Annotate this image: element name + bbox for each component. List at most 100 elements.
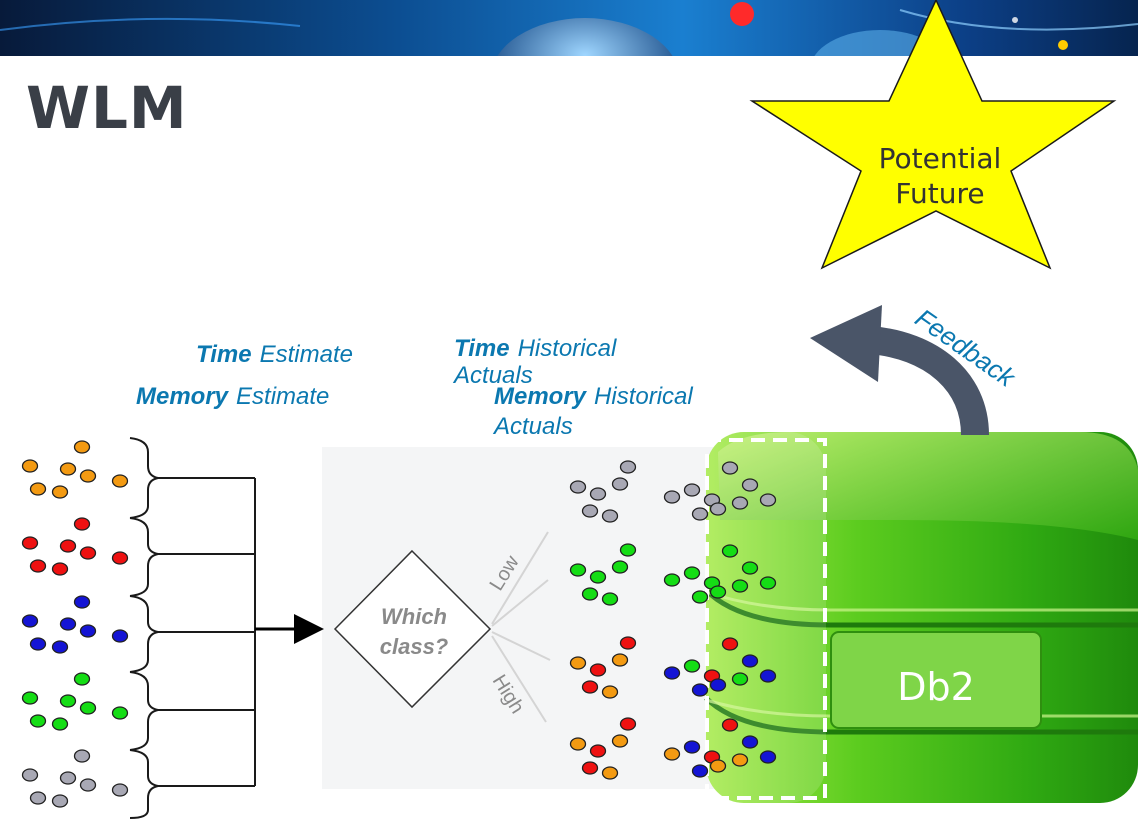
query-dot-blue xyxy=(29,637,47,651)
star-shape xyxy=(749,0,1117,270)
query-dot-gray xyxy=(111,783,129,797)
query-dot-blue xyxy=(21,614,39,628)
classified-dot-green xyxy=(709,585,727,599)
classified-dot-gray xyxy=(759,493,777,507)
query-dot-blue xyxy=(73,595,91,609)
classified-dot-mixed xyxy=(691,683,709,697)
query-dot-green xyxy=(79,701,97,715)
classified-dot-mixed xyxy=(663,747,681,761)
classified-dot-green xyxy=(721,544,739,558)
query-dot-gray xyxy=(21,768,39,782)
classified-dot-gray xyxy=(741,478,759,492)
star-text-line1: Potential xyxy=(879,142,1002,175)
star-text-line2: Future xyxy=(895,177,984,210)
query-dot-red xyxy=(59,539,77,553)
feedback-arrow xyxy=(810,305,989,436)
classified-dot-mixed xyxy=(601,766,619,780)
query-dot-orange xyxy=(111,474,129,488)
query-dot-gray xyxy=(59,771,77,785)
classified-dot-mixed xyxy=(759,669,777,683)
classified-dot-mixed xyxy=(581,761,599,775)
query-dot-green xyxy=(21,691,39,705)
query-dot-gray xyxy=(29,791,47,805)
query-dot-red xyxy=(29,559,47,573)
classified-dot-mixed xyxy=(581,680,599,694)
classified-dot-green xyxy=(663,573,681,587)
classified-dot-mixed xyxy=(691,764,709,778)
query-dot-green xyxy=(59,694,77,708)
classified-dot-mixed xyxy=(741,654,759,668)
db2-database: Db2 xyxy=(704,432,1138,803)
query-dot-gray xyxy=(51,794,69,808)
classified-dot-mixed xyxy=(601,685,619,699)
classified-dot-green xyxy=(691,590,709,604)
classified-dot-mixed xyxy=(731,753,749,767)
classified-dot-green xyxy=(589,570,607,584)
classified-dot-gray xyxy=(683,483,701,497)
query-dot-red xyxy=(21,536,39,550)
query-dot-red xyxy=(79,546,97,560)
classified-dot-gray xyxy=(569,480,587,494)
query-dot-red xyxy=(111,551,129,565)
classified-dot-green xyxy=(759,576,777,590)
classified-dot-mixed xyxy=(569,737,587,751)
classified-dot-green xyxy=(611,560,629,574)
classified-dot-mixed xyxy=(709,759,727,773)
classified-dot-mixed xyxy=(611,734,629,748)
memory-historical-line2: Actuals xyxy=(492,413,573,440)
query-dot-blue xyxy=(51,640,69,654)
decision-branches xyxy=(491,531,551,723)
classified-dot-mixed xyxy=(589,663,607,677)
classified-dot-green xyxy=(581,587,599,601)
classified-dot-green xyxy=(741,561,759,575)
classified-dot-gray xyxy=(619,460,637,474)
classified-dot-gray xyxy=(731,496,749,510)
query-dot-orange xyxy=(29,482,47,496)
query-dot-red xyxy=(51,562,69,576)
query-dot-green xyxy=(29,714,47,728)
query-dot-gray xyxy=(79,778,97,792)
classified-dot-mixed xyxy=(759,750,777,764)
classified-dot-mixed xyxy=(721,637,739,651)
query-dot-orange xyxy=(59,462,77,476)
classified-dot-mixed xyxy=(569,656,587,670)
classified-dot-mixed xyxy=(589,744,607,758)
decision-diamond: Which class? xyxy=(333,549,492,709)
query-grouping-braces xyxy=(129,437,256,819)
classified-dot-green xyxy=(731,579,749,593)
classified-dot-green xyxy=(619,543,637,557)
classified-dot-gray xyxy=(611,477,629,491)
query-dot-orange xyxy=(79,469,97,483)
decision-line2: class? xyxy=(380,634,449,659)
query-dot-blue xyxy=(59,617,77,631)
slide-title: WLM xyxy=(26,74,188,142)
db2-label-box xyxy=(830,631,1042,729)
query-dot-blue xyxy=(111,629,129,643)
classified-dot-mixed xyxy=(741,735,759,749)
classified-dot-mixed xyxy=(663,666,681,680)
dashed-selection xyxy=(705,438,827,800)
query-dot-green xyxy=(73,672,91,686)
query-dot-orange xyxy=(73,440,91,454)
query-dot-blue xyxy=(79,624,97,638)
classified-dot-gray xyxy=(581,504,599,518)
query-dot-green xyxy=(111,706,129,720)
classified-dot-green xyxy=(683,566,701,580)
query-dot-green xyxy=(51,717,69,731)
classified-dot-gray xyxy=(601,509,619,523)
query-dot-gray xyxy=(73,749,91,763)
classified-dot-mixed xyxy=(731,672,749,686)
decision-line1: Which xyxy=(381,604,447,629)
classified-dot-mixed xyxy=(619,717,637,731)
query-dot-orange xyxy=(21,459,39,473)
classified-dot-gray xyxy=(663,490,681,504)
query-dot-orange xyxy=(51,485,69,499)
classified-dot-gray xyxy=(691,507,709,521)
star-callout: Potential Future xyxy=(749,0,1117,270)
